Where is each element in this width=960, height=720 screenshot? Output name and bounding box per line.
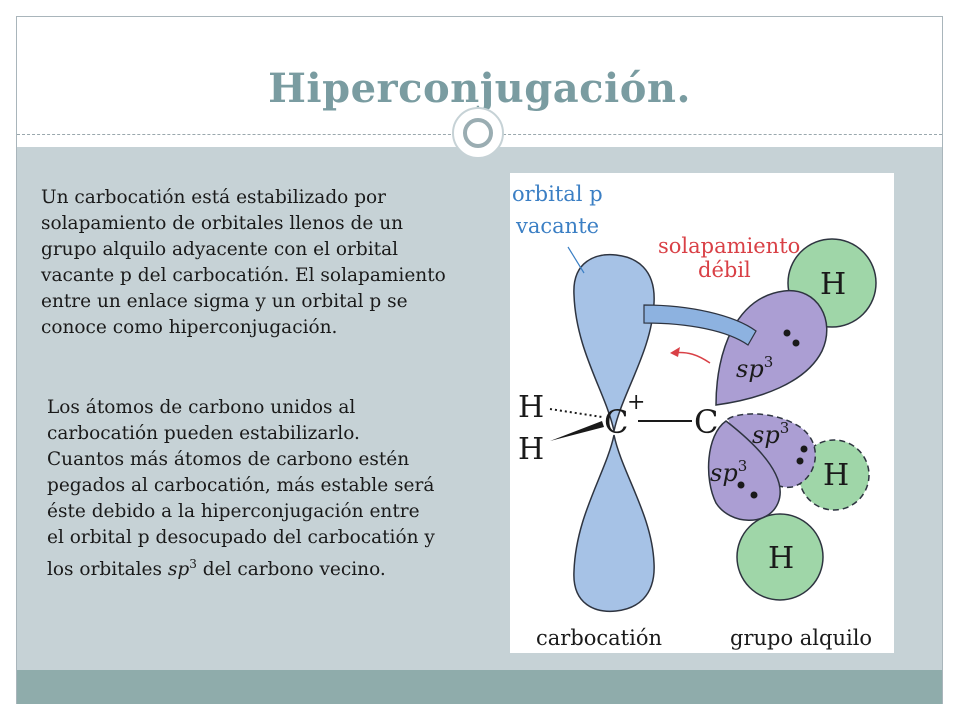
electron-dot (800, 445, 808, 453)
bond-wedge-h (550, 421, 604, 441)
label-debil: débil (698, 258, 751, 282)
caption-alkyl-group: grupo alquilo (730, 626, 872, 650)
paragraph-1-line: solapamiento de orbitales llenos de un (41, 213, 404, 234)
label-sp3-upper: sp3 (736, 353, 773, 383)
hydrogen-sphere-bottom (736, 513, 824, 601)
sp3-lobe-overlap (715, 290, 828, 406)
paragraph-2-line: pegados al carbocatión, más estable será (47, 475, 435, 496)
text-span: del carbono vecino. (196, 559, 386, 581)
ring-ornament (452, 107, 504, 159)
paragraph-1: Un carbocatión está estabilizado por sol… (41, 185, 511, 341)
p-orbital-lower-lobe (573, 434, 655, 613)
sp-italic: sp (167, 559, 190, 581)
paragraph-1-line: conoce como hiperconjugación. (41, 317, 338, 338)
hyperconjugation-diagram: orbital p vacante solapamiento débil H H… (510, 173, 894, 653)
donation-arrowhead (670, 347, 680, 357)
electron-dot (750, 491, 758, 499)
atom-h-wedge: H (518, 432, 544, 467)
charge-plus: + (627, 390, 645, 415)
label-leader-line (567, 246, 585, 274)
paragraph-2-line: el orbital p desocupado del carbocatión … (47, 527, 435, 548)
atom-h-bottom: H (768, 541, 794, 576)
paragraph-1-line: entre un enlace sigma y un orbital p se (41, 291, 408, 312)
atom-c-alkyl: C (694, 403, 718, 441)
hydrogen-sphere-dashed (798, 439, 870, 511)
label-solapamiento: solapamiento (658, 234, 800, 258)
atom-c-carbocation: C (604, 403, 628, 441)
paragraph-2-line: Los átomos de carbono unidos al (47, 397, 356, 418)
paragraph-2-line: Cuantos más átomos de carbono estén (47, 449, 410, 470)
label-sp3-dashed: sp3 (752, 419, 789, 449)
paragraph-2-line: carbocatión pueden estabilizarlo. (47, 423, 360, 444)
electron-dot (783, 329, 791, 337)
electron-dot (796, 457, 804, 465)
atom-h-top: H (820, 267, 846, 302)
label-orbital-p: orbital p (512, 182, 603, 206)
paragraph-1-line: grupo alquilo adyacente con el orbital (41, 239, 399, 260)
paragraph-2: Los átomos de carbono unidos al carbocat… (47, 395, 497, 583)
sp3-lobe-dashed (727, 413, 817, 488)
electron-dot (737, 481, 745, 489)
p-orbital-upper-lobe (573, 253, 655, 432)
paragraph-2-line: éste debido a la hiperconjugación entre (47, 501, 420, 522)
label-sp3-front: sp3 (710, 457, 747, 487)
text-span: los orbitales (47, 559, 168, 581)
atom-h-hashed: H (518, 390, 544, 425)
superscript-3: 3 (189, 557, 197, 571)
label-vacante: vacante (515, 214, 599, 238)
diagram-svg: orbital p vacante solapamiento débil H H… (512, 182, 877, 650)
atom-h-dashed: H (823, 458, 849, 493)
paragraph-1-line: vacante p del carbocatión. El solapamien… (41, 265, 446, 286)
slide-title: Hiperconjugación. (268, 65, 691, 112)
bond-hashed-h (549, 408, 603, 418)
paragraph-2-line: los orbitales sp3 del carbono vecino. (47, 551, 497, 583)
footer-bar (17, 670, 942, 704)
electron-dot (792, 339, 800, 347)
overlap-band (643, 304, 757, 346)
ring-ornament-inner (463, 118, 493, 148)
paragraph-1-line: Un carbocatión está estabilizado por (41, 187, 387, 208)
sp3-lobe-front (707, 420, 781, 521)
caption-carbocation: carbocatión (536, 626, 662, 650)
